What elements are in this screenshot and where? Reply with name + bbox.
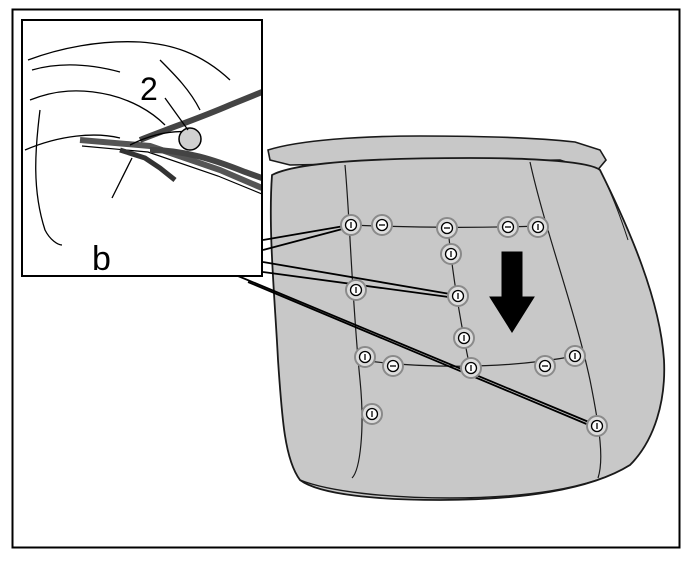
cover-left-curve xyxy=(35,109,63,246)
cover-detail xyxy=(159,59,201,111)
clip-icon xyxy=(497,216,519,238)
seam-right xyxy=(529,161,602,479)
clip-icon xyxy=(534,355,556,377)
clip-icon xyxy=(361,403,383,425)
leader-2 xyxy=(164,97,189,131)
callout-number: 2 xyxy=(140,71,158,107)
detail-inset: 2 b xyxy=(21,19,263,278)
clip-icon xyxy=(345,279,367,301)
clip-icon xyxy=(460,357,482,379)
frame-rail xyxy=(79,137,261,191)
cover-outline xyxy=(27,41,231,81)
clip-icon xyxy=(340,214,362,236)
cover-fold xyxy=(29,90,166,126)
clip-icon xyxy=(440,243,462,265)
clips xyxy=(340,214,608,437)
inset-clip xyxy=(178,127,202,151)
clip-icon xyxy=(371,214,393,236)
clip-icon xyxy=(564,345,586,367)
seat-side-crease xyxy=(599,169,629,241)
clip-icon xyxy=(453,327,475,349)
pointer-lines xyxy=(237,224,597,429)
cover-edge xyxy=(24,134,121,151)
leader-b xyxy=(111,157,133,199)
clip-icon xyxy=(382,355,404,377)
seat-front-lip xyxy=(299,464,631,499)
clip-icon xyxy=(527,216,549,238)
clip-icon xyxy=(447,285,469,307)
clip-icon xyxy=(436,217,458,239)
cover-inner-line xyxy=(31,64,121,73)
callout-letter: b xyxy=(92,240,111,278)
clip-icon xyxy=(586,415,608,437)
clip-icon xyxy=(354,346,376,368)
seat-cushion xyxy=(267,135,666,501)
arrow-down-icon xyxy=(489,251,535,333)
